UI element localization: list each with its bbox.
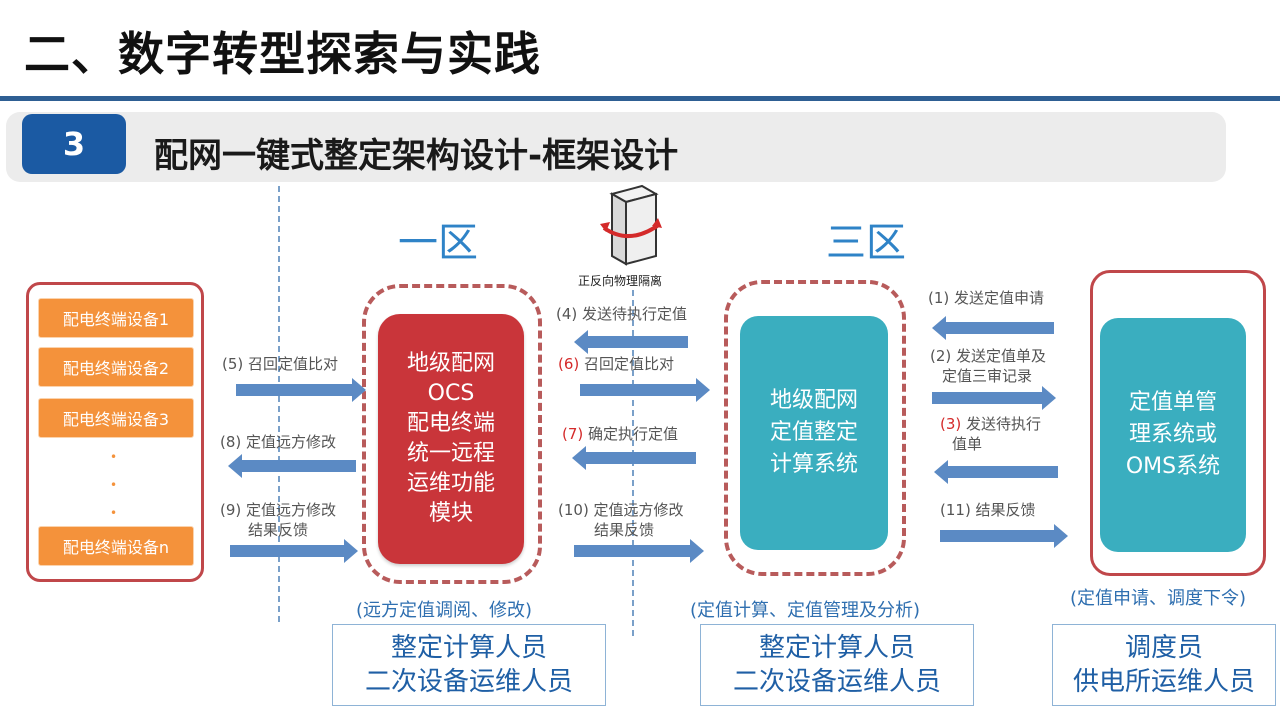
step-5-label: (5) 召回定值比对 [222, 355, 339, 373]
step-7-number: (7) [562, 425, 584, 443]
ocs-line: OCS [427, 381, 475, 406]
setting-calc-system-box: 地级配网 定值整定 计算系统 [740, 316, 888, 550]
calc-line: 计算系统 [769, 452, 858, 477]
step-4-label: (4) 发送待执行定值 [556, 305, 688, 323]
step-9-label-b: 结果反馈 [248, 521, 309, 539]
ocs-line: 配电终端 [406, 411, 495, 436]
arrow-step-6 [580, 378, 710, 402]
oms-line: OMS系统 [1125, 454, 1221, 479]
people-role: 二次设备运维人员 [732, 667, 941, 697]
arrow-step-10 [574, 539, 704, 563]
section-title: 配网一键式整定架构设计-框架设计 [154, 136, 679, 176]
step-8-label: (8) 定值远方修改 [220, 433, 337, 451]
people-box-zone1: 整定计算人员 二次设备运维人员 [332, 624, 606, 706]
caption-zone3: (定值计算、定值管理及分析) [690, 600, 921, 621]
step-2-label-b: 定值三审记录 [942, 367, 1033, 385]
step-2-label-a: (2) 发送定值单及 [930, 347, 1047, 365]
title-divider [0, 96, 1280, 101]
people-role: 整定计算人员 [758, 633, 915, 663]
ellipsis-dot: • [110, 478, 118, 492]
step-6-label: (6) 召回定值比对 [558, 354, 674, 374]
ellipsis-dot: • [110, 450, 118, 464]
terminal-device-1: 配电终端设备1 [38, 298, 194, 338]
zone-label-3: 三区 [826, 220, 906, 266]
isolation-label: 正反向物理隔离 [578, 274, 663, 288]
oms-line: 定值单管 [1128, 390, 1217, 415]
step-11-label: (11) 结果反馈 [940, 501, 1036, 519]
arrow-step-5 [236, 378, 366, 402]
arrow-step-8 [228, 454, 356, 478]
step-6-text: 召回定值比对 [584, 355, 675, 373]
ocs-line: 统一远程 [406, 441, 495, 466]
ellipsis-dot: • [110, 506, 118, 520]
step-9-label-a: (9) 定值远方修改 [220, 501, 337, 519]
calc-line: 地级配网 [769, 388, 858, 413]
isolation-server-icon [600, 184, 662, 266]
oms-frame [1090, 270, 1266, 576]
ocs-line: 运维功能 [406, 471, 495, 496]
terminal-device-n: 配电终端设备n [38, 526, 194, 566]
people-box-zone3: 整定计算人员 二次设备运维人员 [700, 624, 974, 706]
step-3-number: (3) [940, 415, 962, 433]
ocs-module-box: 地级配网 OCS 配电终端 统一远程 运维功能 模块 [378, 314, 524, 564]
people-box-oms: 调度员 供电所运维人员 [1052, 624, 1276, 706]
terminal-device-3: 配电终端设备3 [38, 398, 194, 438]
people-role: 调度员 [1124, 633, 1203, 663]
ocs-line: 模块 [428, 501, 473, 526]
step-7-label: (7) 确定执行定值 [562, 424, 678, 444]
step-7-text: 确定执行定值 [588, 425, 679, 443]
arrow-step-3 [934, 460, 1058, 484]
arrow-step-4 [574, 330, 688, 354]
oms-system-box: 定值单管 理系统或 OMS系统 [1100, 318, 1246, 552]
zone3-dashed-frame [724, 280, 906, 576]
arrow-step-1 [932, 316, 1054, 340]
ocs-line: 地级配网 [406, 351, 495, 376]
caption-zone1: (远方定值调阅、修改) [356, 600, 533, 621]
zone-label-1: 一区 [398, 220, 478, 266]
step-6-number: (6) [558, 355, 580, 373]
step-3-label-a: (3) 发送待执行 [940, 414, 1041, 434]
section-number-badge: 3 [22, 114, 126, 174]
arrow-step-2 [932, 386, 1056, 410]
arrow-step-11 [940, 524, 1068, 548]
page-title: 二、数字转型探索与实践 [24, 27, 541, 81]
step-10-label-a: (10) 定值远方修改 [558, 501, 684, 519]
people-role: 二次设备运维人员 [364, 667, 573, 697]
section-header-band [6, 112, 1226, 182]
calc-line: 定值整定 [769, 420, 858, 445]
terminal-device-2: 配电终端设备2 [38, 347, 194, 387]
arrow-step-9 [230, 539, 358, 563]
caption-oms: (定值申请、调度下令) [1070, 588, 1247, 609]
step-10-label-b: 结果反馈 [594, 521, 655, 539]
people-role: 整定计算人员 [390, 633, 547, 663]
step-3-text: 发送待执行 [966, 415, 1042, 433]
zone1-dashed-frame [362, 284, 542, 584]
step-3-label-b: 值单 [952, 435, 983, 453]
zone-divider-left [278, 186, 280, 622]
arrow-step-7 [572, 446, 696, 470]
oms-line: 理系统或 [1128, 422, 1217, 447]
people-role: 供电所运维人员 [1072, 667, 1255, 697]
step-1-label: (1) 发送定值申请 [928, 289, 1045, 307]
